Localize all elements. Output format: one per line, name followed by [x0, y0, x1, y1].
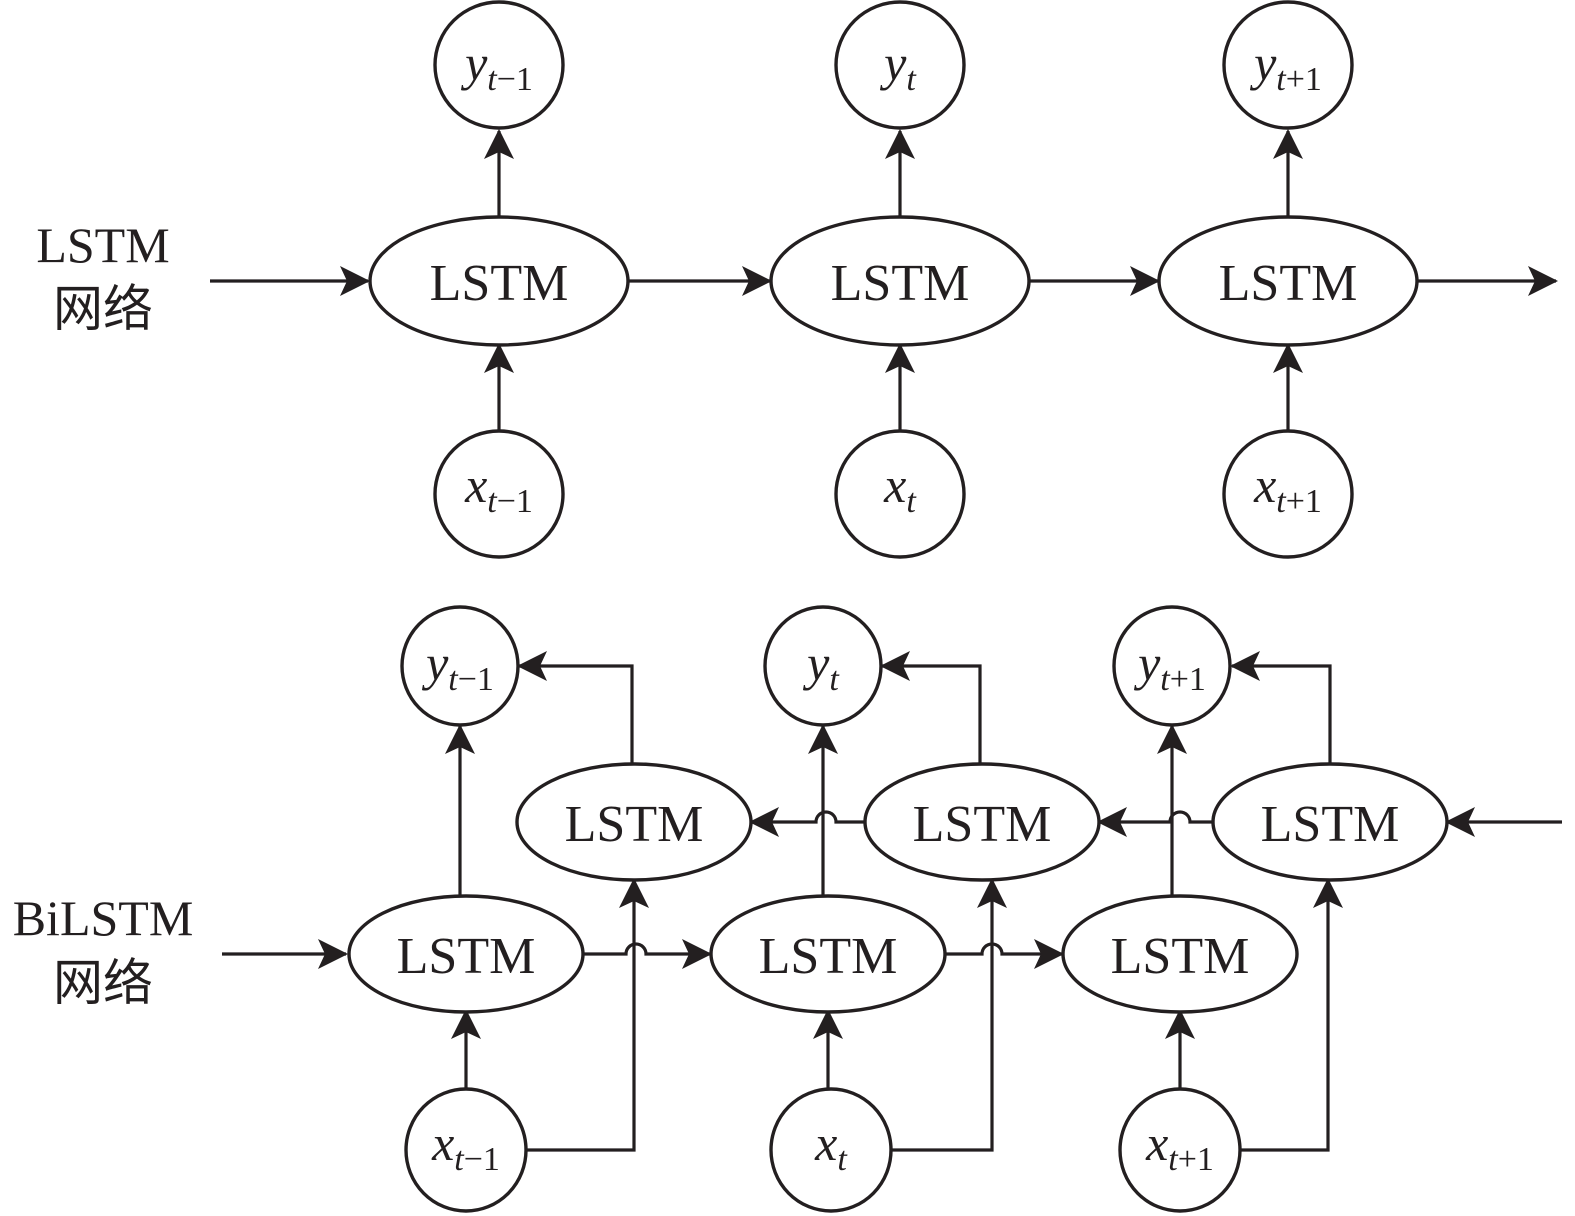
svg-text:LSTM: LSTM: [759, 928, 898, 985]
bilstm-output-node-y-t-plus-1: yt+1: [1112, 605, 1232, 727]
svg-text:LSTM: LSTM: [397, 928, 536, 985]
bilstm-in-backward-arrow-3: [1240, 878, 1343, 1152]
bilstm-output-node-y-t-minus-1: yt−1: [400, 605, 520, 727]
bilstm-backward-cell: LSTM: [515, 762, 753, 882]
bilstm-backward-out-arrow-3: [1230, 651, 1332, 766]
svg-text:LSTM: LSTM: [913, 796, 1052, 853]
svg-text:yt: yt: [879, 35, 917, 98]
input-node-x-t-plus-1: xt+1: [1222, 429, 1354, 559]
lstm-network: LSTM 网络 LSTM LSTM LSTM yt−1: [36, 0, 1558, 559]
svg-text:LSTM: LSTM: [831, 255, 970, 312]
bilstm-forward-cell: LSTM: [709, 894, 947, 1014]
lstm-cell: LSTM: [769, 215, 1031, 347]
output-node-y-t: yt: [834, 0, 966, 130]
bilstm-input-node-x-t: xt: [769, 1087, 893, 1213]
input-node-x-t-minus-1: xt−1: [433, 429, 565, 559]
bilstm-forward-arrow-2-3: [946, 939, 1064, 969]
bilstm-backward-cell: LSTM: [1211, 762, 1449, 882]
bilstm-in-backward-arrow-1: [527, 878, 649, 1152]
svg-text:xt−1: xt−1: [464, 457, 533, 520]
output-node-y-t-minus-1: yt−1: [433, 0, 565, 130]
lstm-cell: LSTM: [1157, 215, 1419, 347]
svg-text:xt+1: xt+1: [1253, 457, 1322, 520]
bilstm-output-node-y-t: yt: [763, 605, 883, 727]
bilstm-forward-arrow-1-2: [582, 939, 712, 969]
input-node-x-t: xt: [834, 429, 966, 559]
svg-text:yt+1: yt+1: [1249, 35, 1322, 98]
svg-text:xt: xt: [814, 1115, 848, 1178]
svg-text:xt+1: xt+1: [1145, 1115, 1214, 1178]
bilstm-network-title-cn: 网络: [53, 955, 153, 1011]
bilstm-forward-cell: LSTM: [347, 894, 585, 1014]
bilstm-forward-cell: LSTM: [1061, 894, 1299, 1014]
bilstm-backward-out-arrow-2: [880, 651, 982, 766]
svg-text:yt+1: yt+1: [1133, 635, 1206, 698]
output-node-y-t-plus-1: yt+1: [1222, 0, 1354, 130]
svg-text:LSTM: LSTM: [430, 255, 569, 312]
bilstm-input-node-x-t-minus-1: xt−1: [404, 1087, 528, 1213]
svg-text:LSTM: LSTM: [1219, 255, 1358, 312]
svg-text:LSTM: LSTM: [565, 796, 704, 853]
bilstm-backward-arrow-2-1: [749, 807, 865, 837]
bilstm-network-title: BiLSTM: [13, 890, 194, 946]
lstm-cell: LSTM: [368, 215, 630, 347]
svg-text:yt−1: yt−1: [460, 35, 533, 98]
bilstm-input-node-x-t-plus-1: xt+1: [1118, 1087, 1242, 1213]
svg-text:xt−1: xt−1: [431, 1115, 500, 1178]
lstm-network-title: LSTM: [36, 217, 169, 273]
svg-text:yt−1: yt−1: [421, 635, 494, 698]
svg-text:LSTM: LSTM: [1261, 796, 1400, 853]
lstm-network-title-cn: 网络: [53, 281, 153, 337]
bilstm-network: BiLSTM 网络 LSTM LSTM: [13, 605, 1562, 1213]
bilstm-backward-arrow-3-2: [1097, 807, 1213, 837]
svg-text:yt: yt: [802, 635, 840, 698]
bilstm-backward-out-arrow-1: [517, 651, 634, 766]
bilstm-backward-cell: LSTM: [863, 762, 1101, 882]
svg-text:LSTM: LSTM: [1111, 928, 1250, 985]
svg-text:xt: xt: [883, 457, 917, 520]
bilstm-in-backward-arrow-2: [892, 878, 1007, 1152]
